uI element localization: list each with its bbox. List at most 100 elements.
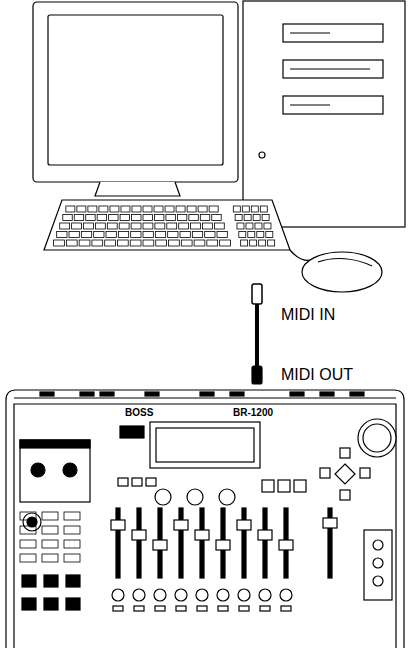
key — [259, 240, 266, 246]
key — [217, 232, 227, 238]
key — [143, 240, 154, 246]
key — [131, 223, 141, 229]
fader-cap — [216, 540, 230, 550]
key — [187, 206, 196, 212]
pan-knob — [217, 589, 229, 601]
port-label: MIDI OUT — [280, 366, 354, 384]
key — [192, 232, 202, 238]
key — [191, 223, 201, 229]
key — [155, 223, 165, 229]
key — [132, 215, 141, 221]
key — [117, 240, 128, 246]
key — [168, 232, 178, 238]
model-name: BR-1200 — [232, 407, 274, 418]
status-button — [239, 606, 249, 611]
computer-keyboard — [44, 200, 290, 250]
key — [209, 206, 218, 212]
button — [42, 512, 58, 520]
key — [262, 215, 269, 221]
fader-cap — [153, 540, 167, 550]
fader-cap — [195, 530, 209, 540]
key — [79, 240, 90, 246]
jack — [40, 392, 54, 396]
key — [266, 232, 273, 238]
fader-cap — [111, 520, 125, 530]
key — [121, 206, 130, 212]
status-button — [155, 606, 165, 611]
key — [205, 232, 215, 238]
key — [253, 215, 260, 221]
button — [294, 480, 306, 492]
fader-cap — [258, 530, 272, 540]
key — [66, 240, 77, 246]
pan-knob — [175, 589, 187, 601]
key — [81, 232, 91, 238]
button — [118, 478, 128, 486]
key — [66, 206, 75, 212]
fader-slot — [200, 508, 204, 578]
key — [198, 206, 207, 212]
key — [143, 223, 153, 229]
key — [77, 206, 86, 212]
jack — [230, 392, 244, 396]
key — [207, 240, 218, 246]
key — [54, 240, 65, 246]
key — [166, 215, 175, 221]
key — [57, 232, 67, 238]
button — [20, 540, 36, 548]
jack — [320, 392, 334, 396]
fader-slot — [179, 508, 183, 578]
key — [220, 240, 231, 246]
key — [165, 206, 174, 212]
key — [194, 240, 205, 246]
fader-slot — [116, 508, 120, 578]
jack — [350, 392, 364, 396]
button — [146, 478, 156, 486]
key — [109, 215, 118, 221]
key — [212, 215, 221, 221]
fader-slot — [137, 508, 141, 578]
key — [264, 223, 271, 229]
fader-slot — [242, 508, 246, 578]
fader-cap — [237, 520, 251, 530]
computer-monitor — [33, 2, 238, 196]
key — [177, 215, 186, 221]
pan-knob — [280, 589, 292, 601]
status-button — [218, 606, 228, 611]
fader-cap — [279, 540, 293, 550]
key — [95, 223, 105, 229]
key — [255, 223, 262, 229]
key — [99, 206, 108, 212]
key — [69, 232, 79, 238]
key — [84, 223, 94, 229]
key — [132, 206, 141, 212]
key — [143, 215, 152, 221]
key — [120, 215, 129, 221]
pan-knob — [112, 589, 124, 601]
key — [180, 232, 190, 238]
status-button — [197, 606, 207, 611]
status-button — [134, 606, 144, 611]
key — [250, 240, 257, 246]
key — [239, 232, 246, 238]
key — [106, 232, 116, 238]
key — [235, 215, 242, 221]
key — [72, 223, 82, 229]
key — [156, 240, 167, 246]
button — [42, 554, 58, 562]
key — [260, 206, 267, 212]
key — [86, 215, 95, 221]
key — [143, 206, 152, 212]
key — [131, 232, 141, 238]
key — [60, 223, 70, 229]
master-cap — [323, 518, 337, 528]
key — [257, 232, 264, 238]
key — [242, 206, 249, 212]
fader-slot — [263, 508, 267, 578]
pan-knob — [259, 589, 271, 601]
status-button — [281, 606, 291, 611]
button — [42, 526, 58, 534]
key — [155, 232, 165, 238]
brand-logo: BOSS — [124, 407, 154, 418]
